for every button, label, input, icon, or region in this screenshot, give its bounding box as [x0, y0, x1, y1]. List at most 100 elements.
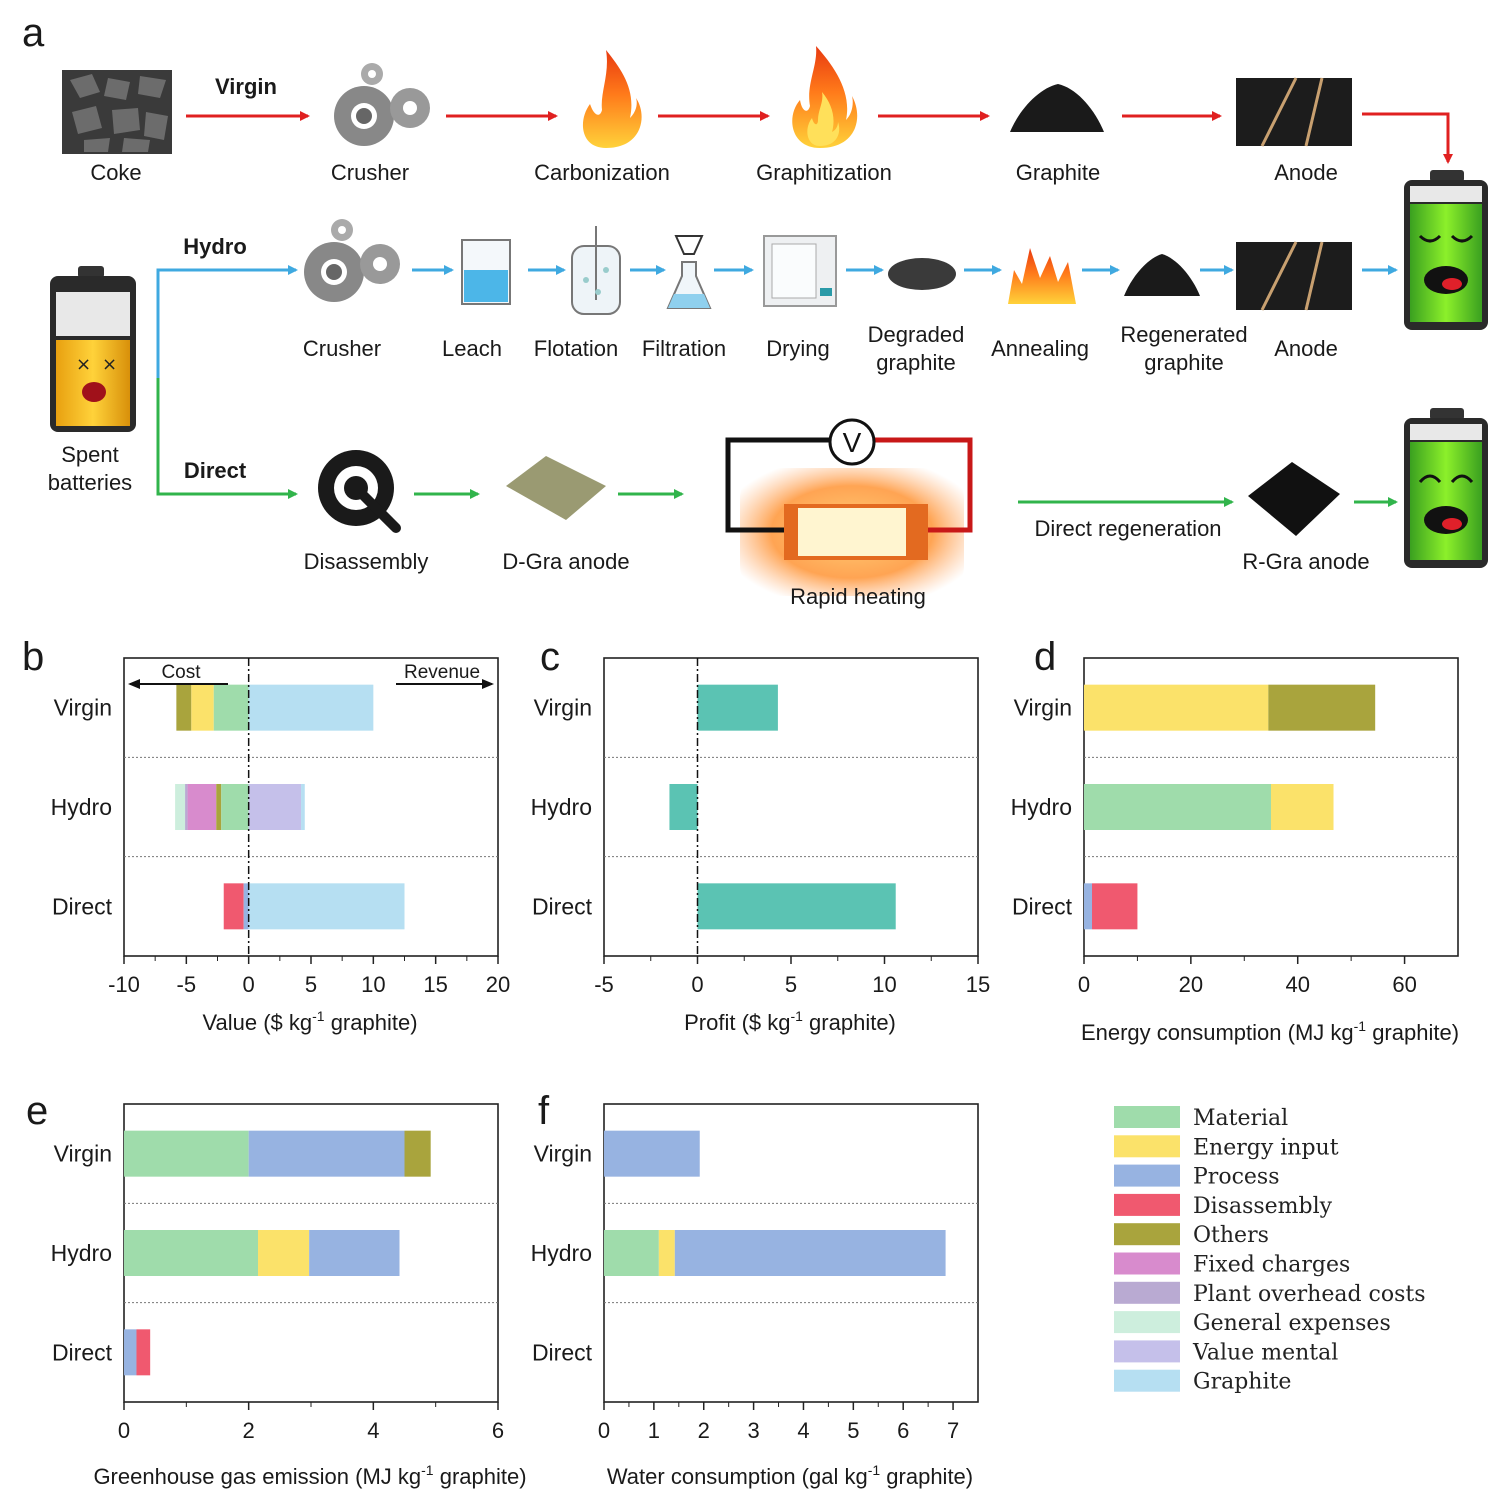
panel-f-label: f: [538, 1089, 550, 1133]
revenue-annotation: Revenue: [404, 662, 480, 683]
category-label-b-hydro: Hydro: [51, 794, 112, 820]
virgin-route-label: Virgin: [215, 74, 277, 99]
legend-label-fixed-charges: Fixed charges: [1193, 1253, 1350, 1278]
virgin-arrow-6: [1362, 112, 1453, 164]
bar-c-virgin: [697, 684, 778, 731]
tick-label-e: 4: [367, 1418, 379, 1443]
graphite-powder-icon: [1010, 84, 1104, 132]
graphitization-label: Graphitization: [756, 160, 892, 185]
legend-label-disassembly: Disassembly: [1193, 1194, 1333, 1219]
gear-wrench-icon: [318, 450, 401, 533]
direct-route-label: Direct: [184, 458, 247, 483]
tick-label-b: 0: [243, 972, 255, 997]
anode-label-virgin: Anode: [1274, 160, 1338, 185]
bar-b-hydro-others: [216, 784, 222, 830]
bar-d-hydro-material: [1084, 784, 1271, 830]
tick-label-c: 15: [966, 972, 990, 997]
graphite-label: Graphite: [1016, 160, 1100, 185]
tick-label-d: 40: [1285, 972, 1309, 997]
legend-swatch-value-mental: [1114, 1340, 1180, 1363]
panel-d-label: d: [1034, 635, 1056, 679]
category-label-d-direct: Direct: [1012, 893, 1073, 919]
legend-swatch-material: [1114, 1106, 1180, 1128]
bar-e-direct-process: [124, 1329, 137, 1376]
bar-b-direct-graphite: [248, 883, 405, 930]
tick-label-e: 6: [492, 1418, 504, 1443]
svg-text:×: ×: [102, 354, 117, 375]
bar-b-virgin-others: [176, 684, 192, 731]
hydro-arrow-0: [156, 265, 298, 378]
flotation-label: Flotation: [534, 336, 618, 361]
disassembly-label: Disassembly: [304, 549, 429, 574]
d-gra-label: D-Gra anode: [502, 549, 629, 574]
drying-label: Drying: [766, 336, 830, 361]
d-gra-anode-image: [506, 456, 606, 520]
filtration-label: Filtration: [642, 336, 726, 361]
tick-label-b: 10: [361, 972, 385, 997]
legend-label-process: Process: [1193, 1165, 1280, 1190]
tick-label-b: 20: [486, 972, 510, 997]
bar-b-hydro-plant-overhead-costs: [185, 784, 188, 830]
flotation-cell-icon: [571, 226, 621, 315]
legend-swatch-disassembly: [1114, 1193, 1180, 1216]
tick-label-c: 5: [785, 972, 797, 997]
large-flame-icon: [792, 46, 858, 148]
cost-annotation: Cost: [161, 662, 201, 683]
anode-image-virgin: [1236, 77, 1352, 147]
tick-label-f: 1: [648, 1418, 660, 1443]
bar-e-direct-disassembly: [136, 1329, 151, 1376]
tick-label-d: 60: [1392, 972, 1416, 997]
bar-b-hydro-value-mental: [248, 784, 302, 830]
panel-e-label: e: [26, 1089, 48, 1133]
crusher-label-virgin: Crusher: [331, 160, 409, 185]
category-label-c-hydro: Hydro: [531, 794, 592, 820]
anode-label-hydro: Anode: [1274, 336, 1338, 361]
panel-b-label: b: [22, 635, 44, 679]
filtration-flask-icon: [666, 235, 712, 309]
category-label-e-hydro: Hydro: [51, 1240, 112, 1266]
category-label-e-virgin: Virgin: [54, 1141, 112, 1167]
regenerated-label-1: Regenerated: [1120, 322, 1247, 347]
bar-e-virgin-others: [404, 1130, 431, 1177]
r-gra-anode-image: [1248, 462, 1340, 536]
bar-e-hydro-energy-input: [258, 1230, 310, 1276]
annealing-flame-icon: [1008, 248, 1076, 304]
category-label-b-direct: Direct: [52, 893, 113, 919]
axis-title-f: Water consumption (gal kg-1 graphite): [607, 1462, 973, 1489]
rapid-heating-setup: V: [725, 418, 973, 596]
tick-label-f: 5: [847, 1418, 859, 1443]
direct-regeneration-label: Direct regeneration: [1034, 516, 1221, 541]
axis-title-d: Energy consumption (MJ kg-1 graphite): [1081, 1018, 1459, 1045]
bar-b-virgin-material: [213, 684, 249, 731]
category-label-c-virgin: Virgin: [534, 695, 592, 721]
legend-label-general-expenses: General expenses: [1193, 1311, 1391, 1336]
legend-label-graphite: Graphite: [1193, 1370, 1291, 1395]
tick-label-f: 0: [598, 1418, 610, 1443]
tick-label-b: 5: [305, 972, 317, 997]
tick-label-c: 10: [872, 972, 896, 997]
coke-label: Coke: [90, 160, 141, 185]
bar-b-hydro-fixed-charges: [187, 784, 217, 830]
legend-swatch-process: [1114, 1164, 1180, 1187]
axis-title-c: Profit ($ kg-1 graphite): [684, 1008, 896, 1035]
hydro-route-label: Hydro: [183, 234, 247, 259]
legend-swatch-graphite: [1114, 1369, 1180, 1392]
direct-arrow-0: [156, 378, 298, 499]
bar-c-hydro: [669, 784, 698, 830]
bar-f-virgin-process: [604, 1130, 700, 1177]
carbonization-label: Carbonization: [534, 160, 670, 185]
bar-e-virgin-process: [248, 1130, 405, 1177]
flame-icon: [582, 50, 642, 148]
r-gra-label: R-Gra anode: [1242, 549, 1369, 574]
charged-battery-icon-1: [1404, 170, 1488, 330]
bar-e-hydro-material: [124, 1230, 259, 1276]
degraded-label-1: Degraded: [868, 322, 965, 347]
tick-label-d: 20: [1179, 972, 1203, 997]
tick-label-b: -5: [177, 972, 197, 997]
bar-e-virgin-material: [124, 1130, 249, 1177]
tick-label-c: -5: [594, 972, 614, 997]
bar-f-hydro-process: [674, 1230, 946, 1276]
legend-swatch-energy-input: [1114, 1135, 1180, 1158]
